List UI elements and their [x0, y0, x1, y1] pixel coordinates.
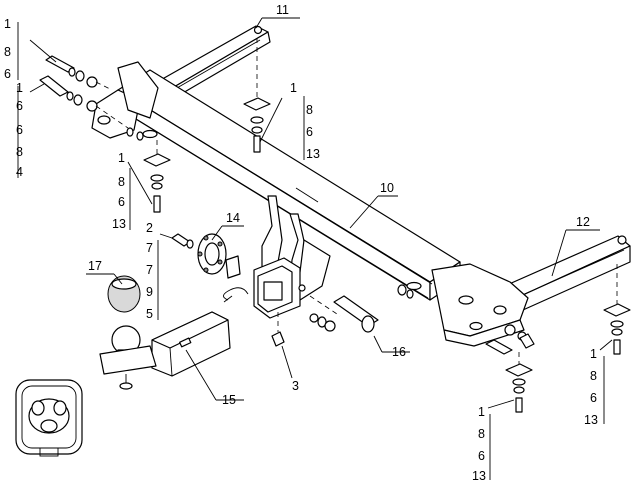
stack-right: 1 8 6 13 [584, 347, 598, 427]
hitch-pin [223, 287, 379, 333]
stack-label: 7 [146, 241, 153, 255]
stack-bottom: 1 8 6 13 [472, 405, 486, 483]
receiver-assembly [253, 195, 331, 319]
left-bracket [91, 61, 159, 139]
ball-mount [99, 311, 231, 390]
leader-lines [17, 17, 613, 480]
upper-rail [149, 25, 271, 105]
stack-label: 13 [306, 147, 320, 161]
right-rail [499, 235, 631, 315]
stack-label: 1 [290, 81, 297, 95]
stack-label: 4 [16, 165, 23, 179]
stack-label: 1 [590, 347, 597, 361]
stack-label: 5 [146, 307, 153, 321]
stack-mid-left: 1 8 6 13 [112, 151, 126, 231]
stack-label: 1 [118, 151, 125, 165]
stack-label: 8 [118, 175, 125, 189]
stack-label: 1 [4, 17, 11, 31]
stack-mid-top: 1 8 6 13 [290, 81, 320, 161]
fastener-top-center [243, 97, 271, 153]
stack-label: 8 [478, 427, 485, 441]
fastener-bracket-right [397, 284, 535, 355]
fastener-hitch [271, 313, 336, 347]
stack-label: 8 [4, 45, 11, 59]
callout-12: 12 [576, 215, 590, 229]
stack-label: 6 [16, 99, 23, 113]
stack-label: 1 [16, 81, 23, 95]
fastener-bottom [505, 363, 533, 413]
callout-10: 10 [380, 181, 394, 195]
stack-label: 6 [118, 195, 125, 209]
right-bracket [406, 263, 529, 347]
stack-label: 6 [478, 449, 485, 463]
stack-label: 13 [472, 469, 486, 483]
stack-left: 1 6 6 8 4 [16, 81, 23, 179]
tow-ball-cover [107, 275, 141, 313]
fastener-socket [171, 233, 194, 249]
stack-bracket: 2 7 7 9 5 [146, 221, 153, 321]
fastener-mid-left [143, 153, 171, 213]
callout-16: 16 [392, 345, 406, 359]
fastener-right [603, 303, 631, 355]
stack-label: 6 [16, 123, 23, 137]
assembly-lines [95, 38, 618, 364]
stack-label: 1 [478, 405, 485, 419]
stack-label: 6 [306, 125, 313, 139]
stack-label: 6 [590, 391, 597, 405]
stack-label: 8 [16, 145, 23, 159]
stack-label: 6 [4, 67, 11, 81]
callout-17: 17 [88, 259, 102, 273]
stack-label: 8 [306, 103, 313, 117]
callout-11: 11 [276, 3, 289, 17]
fastener-bolt-left [39, 75, 144, 141]
callout-15: 15 [222, 393, 236, 407]
callouts: 11 10 12 14 17 15 3 16 [88, 3, 590, 407]
stack-label: 13 [584, 413, 598, 427]
stack-label: 7 [146, 263, 153, 277]
stack-label: 13 [112, 217, 126, 231]
stack-label: 9 [146, 285, 153, 299]
socket-cover-inset [15, 379, 83, 457]
stack-top-left: 1 8 6 [4, 17, 11, 81]
socket-bracket [197, 233, 241, 279]
stack-label: 8 [590, 369, 597, 383]
callout-14: 14 [226, 211, 240, 225]
stack-label: 2 [146, 221, 153, 235]
callout-3: 3 [292, 379, 299, 393]
